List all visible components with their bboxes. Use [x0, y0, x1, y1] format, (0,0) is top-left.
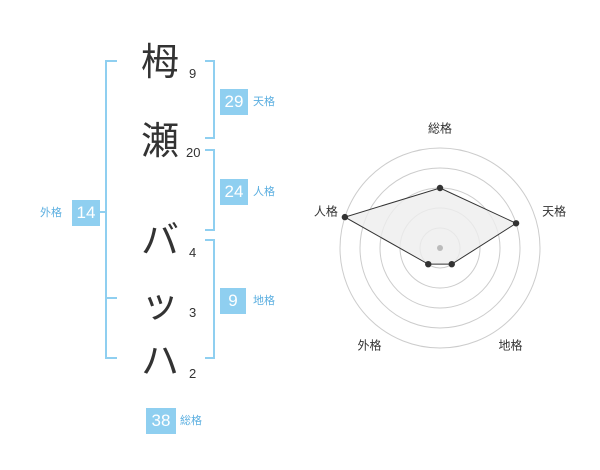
radar-center-dot	[437, 245, 443, 251]
soukaku-label: 総格	[180, 414, 202, 427]
stroke-count-1: 9	[189, 66, 197, 81]
chikaku-bracket	[205, 239, 215, 359]
chikaku-label: 地格	[253, 294, 275, 307]
name-char-3: バ	[140, 218, 179, 262]
jinkaku-value: 24	[220, 179, 248, 205]
gaikaku-bracket	[105, 60, 117, 359]
radar-point-2	[448, 260, 455, 268]
tenkaku-bracket	[205, 60, 215, 139]
radar-grid-ring	[339, 147, 541, 349]
stroke-count-4: 3	[189, 305, 197, 320]
name-char-2: 瀬	[140, 119, 179, 163]
name-char-1: 栂	[140, 40, 179, 84]
tenkaku-label: 天格	[253, 95, 275, 108]
radar-point-3	[425, 260, 432, 268]
gaikaku-value: 14	[72, 200, 100, 226]
radar-grid-ring	[359, 167, 521, 329]
radar-point-4	[341, 213, 349, 221]
radar-value-polygon	[343, 187, 518, 265]
radar-axis-label-2: 地格	[498, 338, 523, 353]
radar-point-0	[436, 184, 444, 192]
radar-axis-label-3: 外格	[357, 338, 382, 353]
name-char-5: ハ	[140, 339, 179, 383]
stroke-count-5: 2	[189, 366, 197, 381]
radar-axis-label-1: 天格	[542, 204, 567, 219]
gaikaku-label: 外格	[40, 206, 62, 219]
radar-axis-label-0: 総格	[427, 121, 453, 136]
stroke-count-3: 4	[189, 245, 197, 260]
radar-axis-label-4: 人格	[313, 204, 338, 219]
stroke-count-2: 20	[186, 145, 201, 160]
chikaku-value: 9	[220, 288, 246, 314]
tenkaku-value: 29	[220, 89, 248, 115]
name-char-4: ッ	[140, 282, 179, 326]
jinkaku-bracket	[205, 149, 215, 231]
soukaku-value: 38	[146, 408, 176, 434]
radar-point-1	[512, 220, 520, 227]
jinkaku-label: 人格	[253, 185, 275, 198]
